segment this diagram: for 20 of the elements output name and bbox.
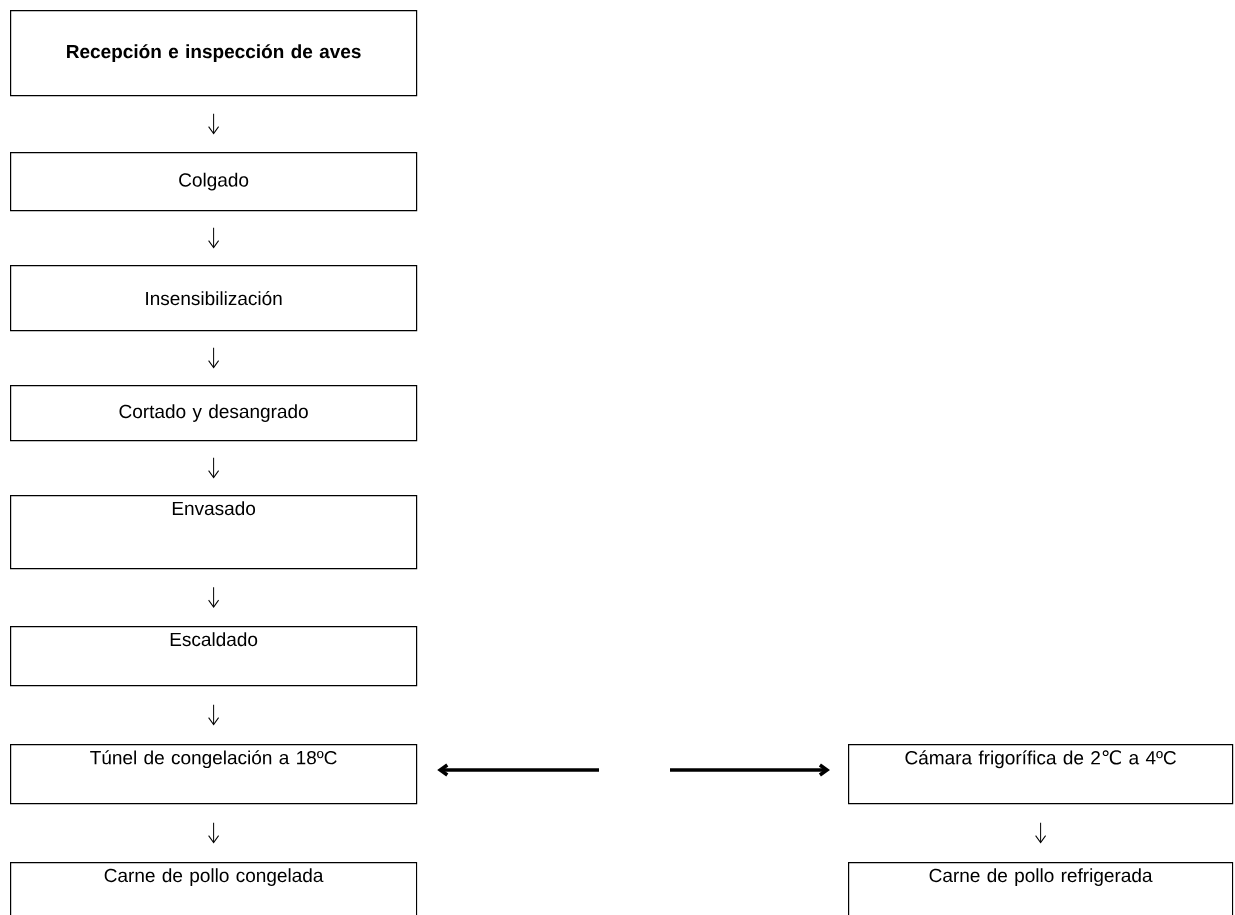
arrow — [208, 457, 220, 479]
arrow — [208, 227, 220, 249]
process-box: Envasado — [10, 495, 418, 570]
arrow — [437, 763, 599, 777]
process-box: Cámara frigorífica de 2℃ a 4ºC — [848, 744, 1234, 805]
arrow — [208, 586, 220, 608]
process-box: Escaldado — [10, 626, 418, 687]
arrow — [208, 113, 220, 135]
process-box: Insensibilización — [10, 265, 418, 332]
arrow — [208, 704, 220, 726]
process-box: Cortado y desangrado — [10, 385, 418, 442]
arrow — [1035, 822, 1047, 844]
process-box: Colgado — [10, 152, 418, 212]
process-box: Carne de pollo refrigerada — [848, 862, 1234, 915]
process-box: Túnel de congelación a 18ºC — [10, 744, 418, 805]
process-box: Recepción e inspección de aves — [10, 10, 418, 97]
arrow — [670, 763, 830, 777]
arrow — [208, 822, 220, 844]
process-box: Carne de pollo congelada — [10, 862, 418, 915]
arrow — [208, 347, 220, 369]
